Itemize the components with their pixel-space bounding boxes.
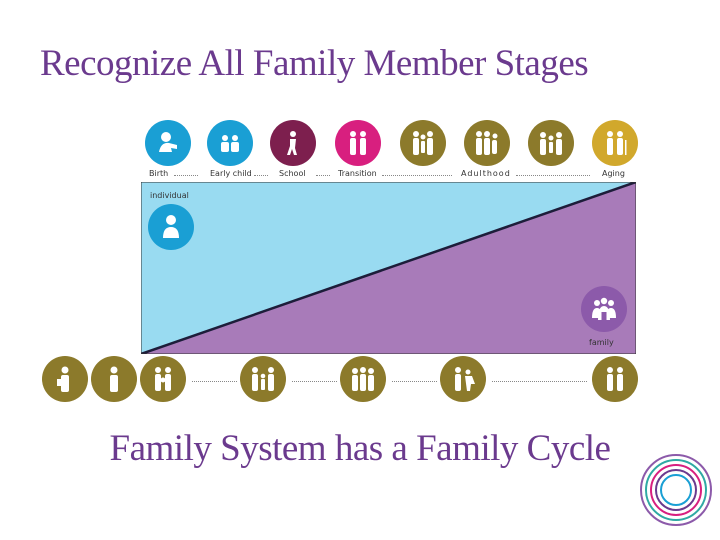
stage-label-birth: Birth [149, 169, 169, 178]
individual-family-diagram: individual family [141, 182, 636, 354]
elderly-couple-icon [592, 120, 638, 166]
stage-label-aging: Aging [602, 169, 625, 178]
individual-label: individual [150, 191, 189, 200]
couple-icon [91, 356, 137, 402]
cycle-connector [392, 381, 437, 382]
stage-label-early-child: Early child [210, 169, 252, 178]
launching-family-icon [440, 356, 486, 402]
family-with-teens-icon [340, 356, 386, 402]
single-adult-icon [42, 356, 88, 402]
concentric-circles-logo [640, 454, 712, 526]
cycle-connector [292, 381, 337, 382]
family-group-icon [581, 286, 627, 332]
children-icon [207, 120, 253, 166]
family-with-baby-icon [140, 356, 186, 402]
young-couple-icon [335, 120, 381, 166]
adult-family-icon [464, 120, 510, 166]
stage-connector [174, 175, 198, 176]
slide-subtitle: Family System has a Family Cycle [109, 428, 611, 469]
baby-icon [145, 120, 191, 166]
stage-label-transition: Transition [338, 169, 377, 178]
family-label: family [589, 338, 614, 347]
adult-group-icon [528, 120, 574, 166]
individual-person-icon [148, 204, 194, 250]
cycle-connector [492, 381, 587, 382]
stage-connector [382, 175, 452, 176]
stage-connector [254, 175, 268, 176]
stage-label-adulthood: Adulthood [461, 169, 511, 178]
adult-couple-icon [400, 120, 446, 166]
child-walking-icon [270, 120, 316, 166]
stage-connector [516, 175, 590, 176]
elderly-couple-icon [592, 356, 638, 402]
stage-connector [316, 175, 330, 176]
stage-label-school: School [279, 169, 306, 178]
family-with-children-icon [240, 356, 286, 402]
slide-title: Recognize All Family Member Stages [40, 43, 589, 84]
cycle-connector [192, 381, 237, 382]
